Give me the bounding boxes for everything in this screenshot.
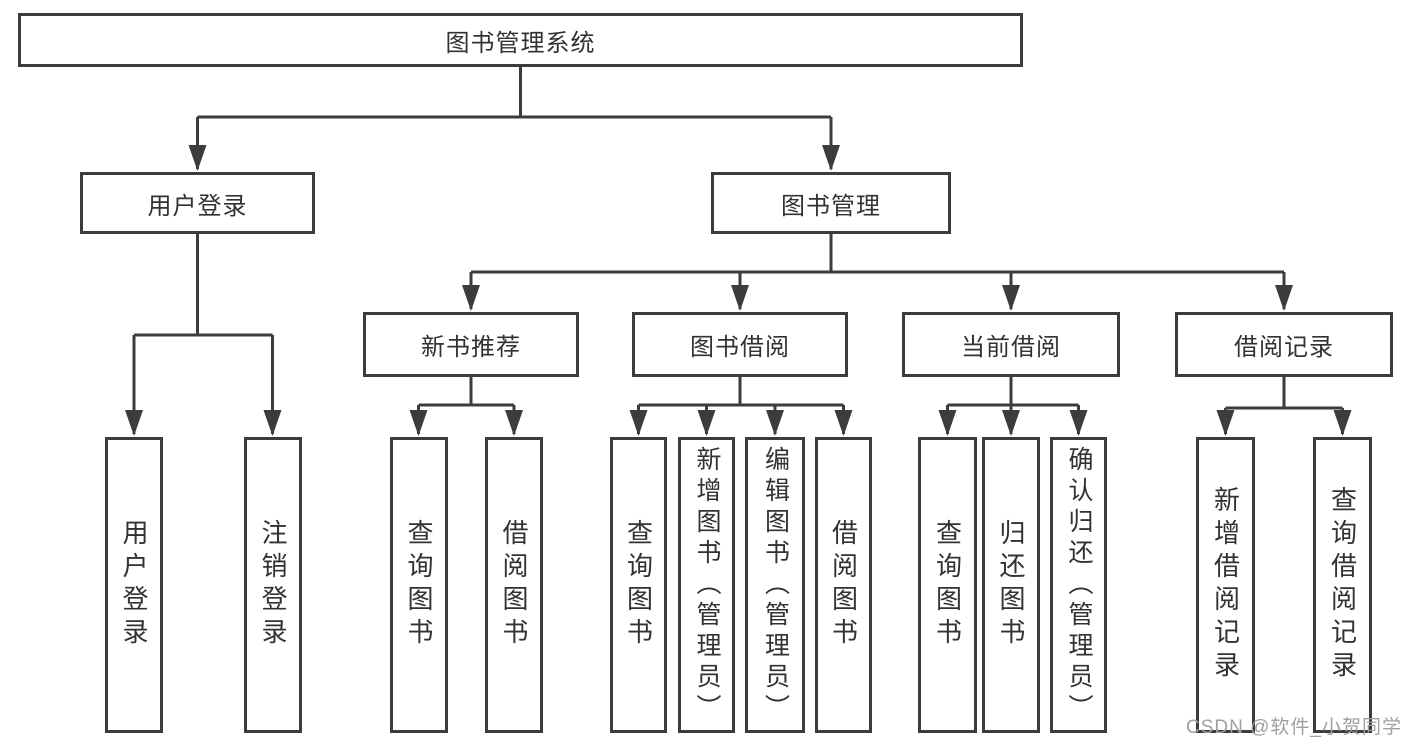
connector-book-borrow-children <box>629 377 853 436</box>
leaf-confirm-return-admin: 确认归还（管理员） <box>1050 437 1107 733</box>
node-user-login: 用户登录 <box>80 172 315 234</box>
connector-root-to-level2 <box>188 67 840 171</box>
leaf-add-borrow-record: 新增借阅记录 <box>1196 437 1255 733</box>
leaf-query-borrow-record: 查询借阅记录 <box>1313 437 1372 733</box>
leaf-edit-book-admin: 编辑图书（管理员） <box>745 437 805 733</box>
node-book-management: 图书管理 <box>711 172 951 234</box>
node-new-book-recommend: 新书推荐 <box>363 312 579 377</box>
leaf-return-books: 归还图书 <box>982 437 1040 733</box>
node-root-system: 图书管理系统 <box>18 13 1023 67</box>
node-borrow-records: 借阅记录 <box>1175 312 1393 377</box>
leaf-query-books-current: 查询图书 <box>918 437 977 733</box>
connector-current-borrow-children <box>938 377 1088 436</box>
watermark: CSDN @软件_小贺同学 <box>1186 717 1402 738</box>
leaf-borrow-books-recommend: 借阅图书 <box>485 437 543 733</box>
leaf-query-books-borrow: 查询图书 <box>610 437 667 733</box>
leaf-logout: 注销登录 <box>244 437 302 733</box>
connector-book-mgmt-children <box>462 234 1293 311</box>
leaf-query-books-recommend: 查询图书 <box>390 437 448 733</box>
node-book-borrow: 图书借阅 <box>632 312 848 377</box>
connector-new-book-rec-children <box>409 377 523 436</box>
leaf-borrow-books: 借阅图书 <box>815 437 872 733</box>
connector-borrow-records-children <box>1216 377 1352 436</box>
connector-user-login-children <box>125 234 282 436</box>
node-current-borrow: 当前借阅 <box>902 312 1120 377</box>
leaf-add-book-admin: 新增图书（管理员） <box>678 437 735 733</box>
leaf-user-login: 用户登录 <box>105 437 163 733</box>
